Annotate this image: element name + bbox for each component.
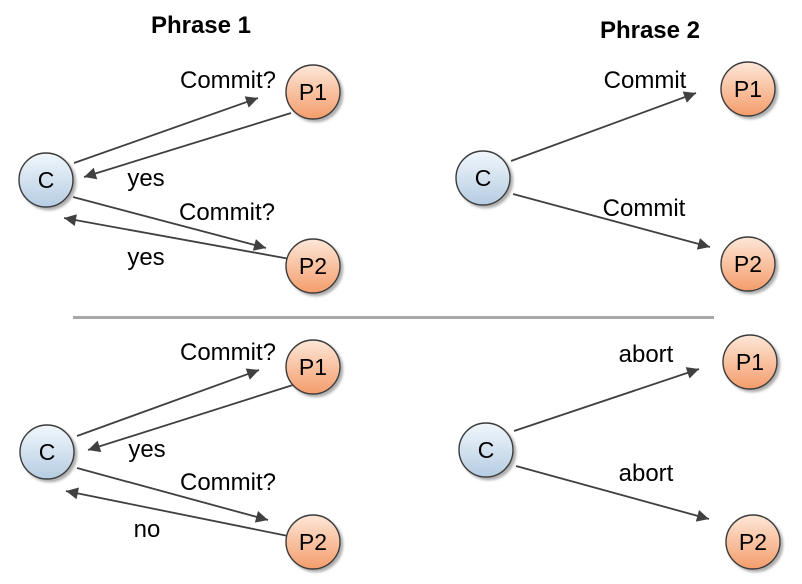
p2-label: P2 bbox=[299, 253, 327, 279]
arrow-commit-request-p1 bbox=[73, 96, 259, 164]
p1-circle bbox=[722, 334, 778, 390]
label-commit-p2: Commit bbox=[603, 195, 686, 222]
arrow-reply-p2 bbox=[63, 214, 291, 260]
coordinator-label: C bbox=[475, 165, 492, 191]
arrow-abort-p2 bbox=[515, 465, 710, 522]
p1-circle bbox=[285, 64, 341, 120]
coordinator-circle bbox=[19, 424, 75, 480]
arrow-abort-p1 bbox=[513, 367, 700, 432]
coordinator-circle bbox=[458, 422, 514, 478]
p2-circle bbox=[285, 514, 341, 570]
node-p1: P1 bbox=[285, 64, 341, 120]
scenario-divider bbox=[73, 316, 714, 319]
arrow-reply-p2 bbox=[65, 487, 289, 537]
arrow-commit-p2 bbox=[512, 193, 711, 250]
phase2-title: Phrase 2 bbox=[600, 17, 700, 44]
arrow-commit-request-p1 bbox=[76, 368, 260, 437]
node-p2: P2 bbox=[285, 514, 341, 570]
panel-phase2-abort: abort abort C P1 P2 bbox=[458, 334, 781, 570]
arrow-commit-request-p2 bbox=[76, 467, 269, 523]
node-p2: P2 bbox=[285, 238, 341, 294]
panel-phase1-all-yes: Commit? yes Commit? yes C P1 P2 bbox=[18, 64, 341, 294]
panel-phase1-one-no: Commit? yes Commit? no C P1 P2 bbox=[19, 339, 341, 570]
arrow-commit-p1 bbox=[510, 91, 697, 162]
coordinator-label: C bbox=[38, 167, 55, 193]
coordinator-circle bbox=[455, 150, 511, 206]
coordinator-circle bbox=[18, 152, 74, 208]
p2-label: P2 bbox=[299, 529, 327, 555]
phase1-title: Phrase 1 bbox=[151, 12, 251, 39]
label-reply-p2: no bbox=[134, 516, 161, 543]
label-reply-p2: yes bbox=[127, 244, 164, 271]
label-commit-request-p2: Commit? bbox=[179, 199, 275, 226]
p1-label: P1 bbox=[734, 76, 762, 102]
label-commit-request-p1: Commit? bbox=[180, 339, 276, 366]
p2-circle bbox=[720, 236, 776, 292]
p2-circle bbox=[725, 514, 781, 570]
p1-label: P1 bbox=[299, 354, 327, 380]
node-p2: P2 bbox=[725, 514, 781, 570]
p2-circle bbox=[285, 238, 341, 294]
p1-circle bbox=[285, 339, 341, 395]
panel-phase2-commit: Commit Commit C P1 P2 bbox=[455, 61, 776, 292]
node-coordinator: C bbox=[455, 150, 511, 206]
node-coordinator: C bbox=[19, 424, 75, 480]
coordinator-label: C bbox=[478, 437, 495, 463]
label-commit-request-p2: Commit? bbox=[180, 469, 276, 496]
label-commit-request-p1: Commit? bbox=[180, 67, 276, 94]
label-commit-p1: Commit bbox=[604, 67, 687, 94]
p1-label: P1 bbox=[736, 349, 764, 375]
p1-label: P1 bbox=[299, 79, 327, 105]
node-p1: P1 bbox=[285, 339, 341, 395]
label-reply-p1: yes bbox=[128, 436, 165, 463]
node-p2: P2 bbox=[720, 236, 776, 292]
coordinator-label: C bbox=[39, 439, 56, 465]
arrow-reply-p1 bbox=[87, 384, 294, 453]
p2-label: P2 bbox=[739, 529, 767, 555]
p1-circle bbox=[720, 61, 776, 117]
node-coordinator: C bbox=[18, 152, 74, 208]
p2-label: P2 bbox=[734, 251, 762, 277]
node-coordinator: C bbox=[458, 422, 514, 478]
arrow-reply-p1 bbox=[83, 112, 292, 180]
arrow-commit-request-p2 bbox=[72, 196, 267, 251]
label-reply-p1: yes bbox=[127, 165, 164, 192]
node-p1: P1 bbox=[720, 61, 776, 117]
label-abort-p1: abort bbox=[619, 341, 674, 368]
label-abort-p2: abort bbox=[619, 460, 674, 487]
node-p1: P1 bbox=[722, 334, 778, 390]
